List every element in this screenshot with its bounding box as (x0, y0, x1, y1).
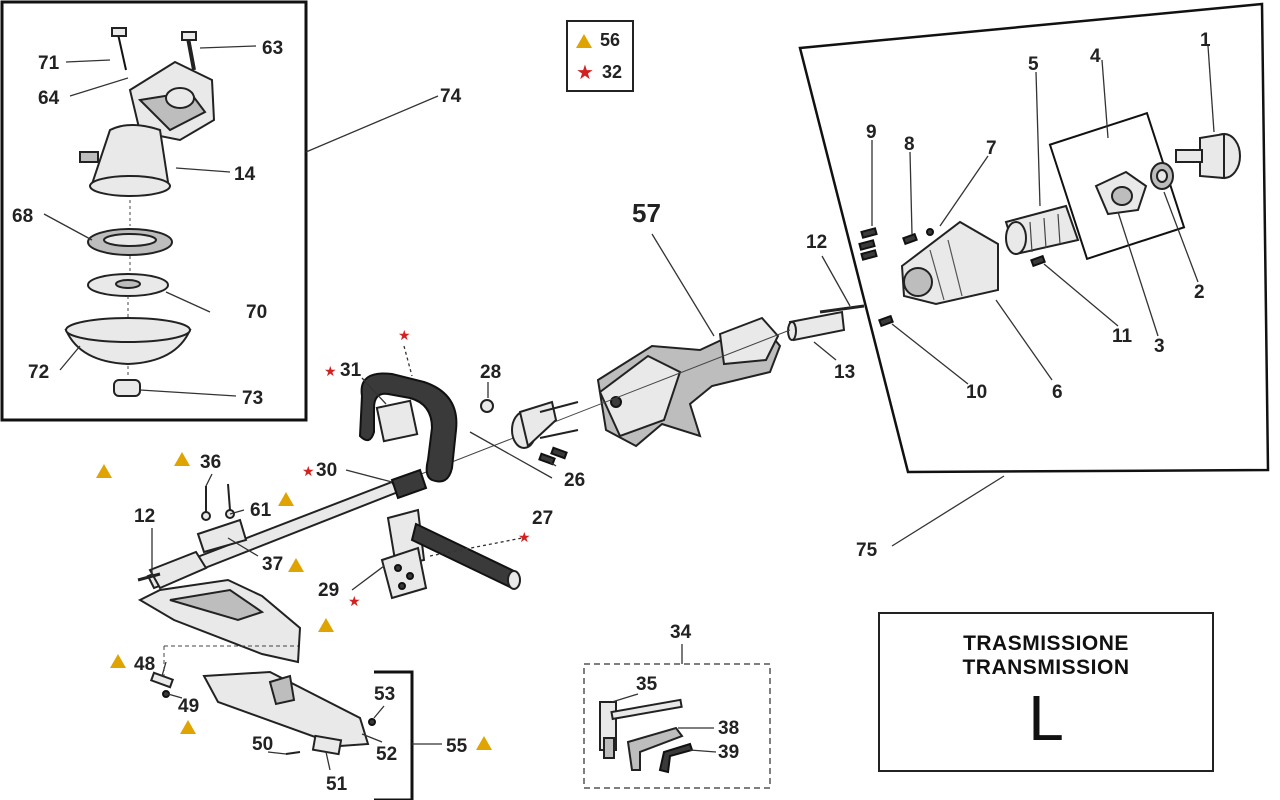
svg-text:★: ★ (518, 529, 531, 545)
label-48: 48 (134, 654, 155, 675)
label-6: 6 (1052, 382, 1063, 403)
label-3: 3 (1154, 336, 1165, 357)
label-14: 14 (234, 164, 256, 185)
label-12-bottom: 12 (134, 506, 155, 527)
label-13: 13 (834, 362, 855, 383)
label-37: 37 (262, 554, 283, 575)
label-71: 71 (38, 53, 60, 74)
legend-triangle-row: 56 (576, 30, 620, 51)
label-53: 53 (374, 684, 395, 705)
red-star-icon: ★ (576, 61, 594, 84)
warning-triangle-icon (576, 33, 592, 48)
star-markers: ★ ★ ★ ★ ★ (302, 327, 531, 609)
label-57: 57 (632, 198, 661, 228)
label-2: 2 (1194, 282, 1205, 303)
label-5: 5 (1028, 54, 1039, 75)
svg-text:★: ★ (302, 463, 315, 479)
triangle-markers (96, 452, 492, 750)
label-68: 68 (12, 206, 33, 227)
label-26: 26 (564, 470, 585, 491)
label-50: 50 (252, 734, 273, 755)
label-27: 27 (532, 508, 553, 529)
label-12-top: 12 (806, 232, 827, 253)
label-4: 4 (1090, 46, 1101, 67)
label-1: 1 (1200, 30, 1211, 51)
label-28: 28 (480, 362, 501, 383)
legend-star-count: 32 (601, 62, 622, 82)
label-51: 51 (326, 774, 348, 795)
label-52: 52 (376, 744, 397, 765)
label-38: 38 (718, 718, 739, 739)
label-10: 10 (966, 382, 987, 403)
legend-box: 56 ★ 32 (566, 20, 634, 92)
toolkit-frame (583, 663, 771, 789)
gearhead-assembly (64, 27, 216, 397)
label-49: 49 (178, 696, 199, 717)
label-63: 63 (262, 38, 283, 59)
label-30: 30 (316, 460, 337, 481)
label-9: 9 (866, 122, 877, 143)
svg-text:★: ★ (348, 593, 361, 609)
title-english: TRANSMISSION (962, 656, 1130, 679)
svg-text:★: ★ (398, 327, 411, 343)
title-box: TRASMISSIONE TRANSMISSION L (878, 612, 1214, 772)
label-74: 74 (440, 86, 462, 107)
legend-triangle-count: 56 (600, 30, 621, 50)
engine-body-57 (596, 316, 782, 448)
label-36: 36 (200, 452, 221, 473)
label-64: 64 (38, 88, 60, 109)
label-39: 39 (718, 742, 739, 763)
legend-star-row: ★ 32 (576, 62, 622, 83)
label-29: 29 (318, 580, 339, 601)
label-11: 11 (1112, 326, 1133, 347)
label-75: 75 (856, 540, 878, 561)
svg-text:★: ★ (324, 363, 337, 379)
label-73: 73 (242, 388, 263, 409)
label-72: 72 (28, 362, 49, 383)
label-61: 61 (250, 500, 272, 521)
label-34: 34 (670, 622, 692, 643)
title-italian: TRASMISSIONE (963, 632, 1129, 655)
label-8: 8 (904, 134, 915, 155)
label-55: 55 (446, 736, 468, 757)
label-70: 70 (246, 302, 267, 323)
label-35: 35 (636, 674, 658, 695)
label-7: 7 (986, 138, 997, 159)
toolkit-tools (599, 698, 694, 774)
section-letter: L (1028, 682, 1064, 754)
clutch-assembly (858, 132, 1241, 328)
loop-handle (358, 372, 458, 483)
label-31: 31 (340, 360, 362, 381)
